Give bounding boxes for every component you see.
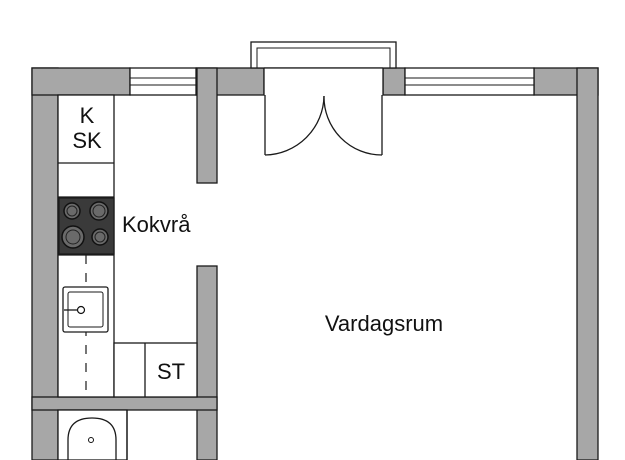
label-k: K [80,103,95,128]
walls [31,67,599,460]
sink-icon [62,286,109,333]
wall-top-left [31,67,131,96]
label-kitchen: Kokvrå [122,212,191,237]
wall-left-outer [31,67,59,460]
double-door-icon [250,41,397,156]
wall-top-middle-right [382,67,406,96]
window-left [129,67,197,96]
wall-bathroom-top [31,396,218,411]
bathtub-icon [57,409,128,460]
label-st: ST [157,359,185,384]
label-sk: SK [72,128,102,153]
window-right [404,67,535,96]
stove-icon [58,197,115,255]
wall-partition-upper [196,67,218,184]
wall-right-outer [576,67,599,460]
wall-partition-lower [196,265,218,460]
label-living-room: Vardagsrum [325,311,443,336]
